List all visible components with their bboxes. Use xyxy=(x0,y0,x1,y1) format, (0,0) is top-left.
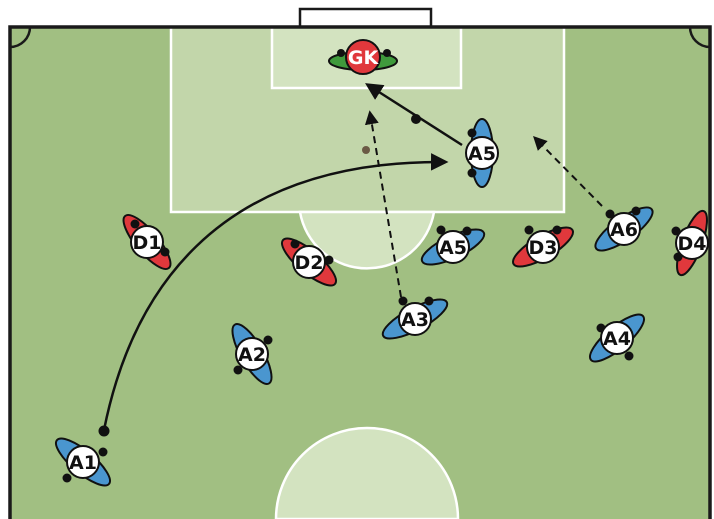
player-a5-front-label: A5 xyxy=(439,237,467,259)
player-a1-label: A1 xyxy=(69,452,97,474)
player-d1-label: D1 xyxy=(133,232,162,254)
player-d4-label: D4 xyxy=(678,233,707,255)
player-d1-hand-icon xyxy=(131,220,140,229)
player-d3-hand-icon xyxy=(525,226,534,235)
player-a4-label: A4 xyxy=(603,328,631,350)
player-a3-hand-icon xyxy=(399,297,408,306)
goalkeeper-hand-icon xyxy=(337,49,345,57)
player-d3-label: D3 xyxy=(529,237,558,259)
player-a3-hand-icon xyxy=(425,297,434,306)
ball-shot-dot xyxy=(411,114,421,124)
player-d3-hand-icon xyxy=(553,226,562,235)
player-a1-hand-icon xyxy=(99,448,108,457)
player-a5-box-label: A5 xyxy=(468,143,496,165)
player-a5-box-hand-icon xyxy=(468,129,477,138)
player-d2-label: D2 xyxy=(295,252,324,274)
goalkeeper-label: GK xyxy=(348,47,380,69)
player-a4-hand-icon xyxy=(625,352,634,361)
player-a2-label: A2 xyxy=(238,344,266,366)
goalkeeper-hand-icon xyxy=(383,49,391,57)
player-a1-hand-icon xyxy=(63,474,72,483)
player-a6-label: A6 xyxy=(610,219,638,241)
ball-start-dot xyxy=(99,426,110,437)
player-a5-box-hand-icon xyxy=(468,169,477,178)
player-a3-label: A3 xyxy=(401,309,429,331)
player-d2-hand-icon xyxy=(291,240,300,249)
goal-frame xyxy=(300,9,431,27)
penalty-spot xyxy=(362,146,370,154)
player-a6-hand-icon xyxy=(632,207,641,216)
